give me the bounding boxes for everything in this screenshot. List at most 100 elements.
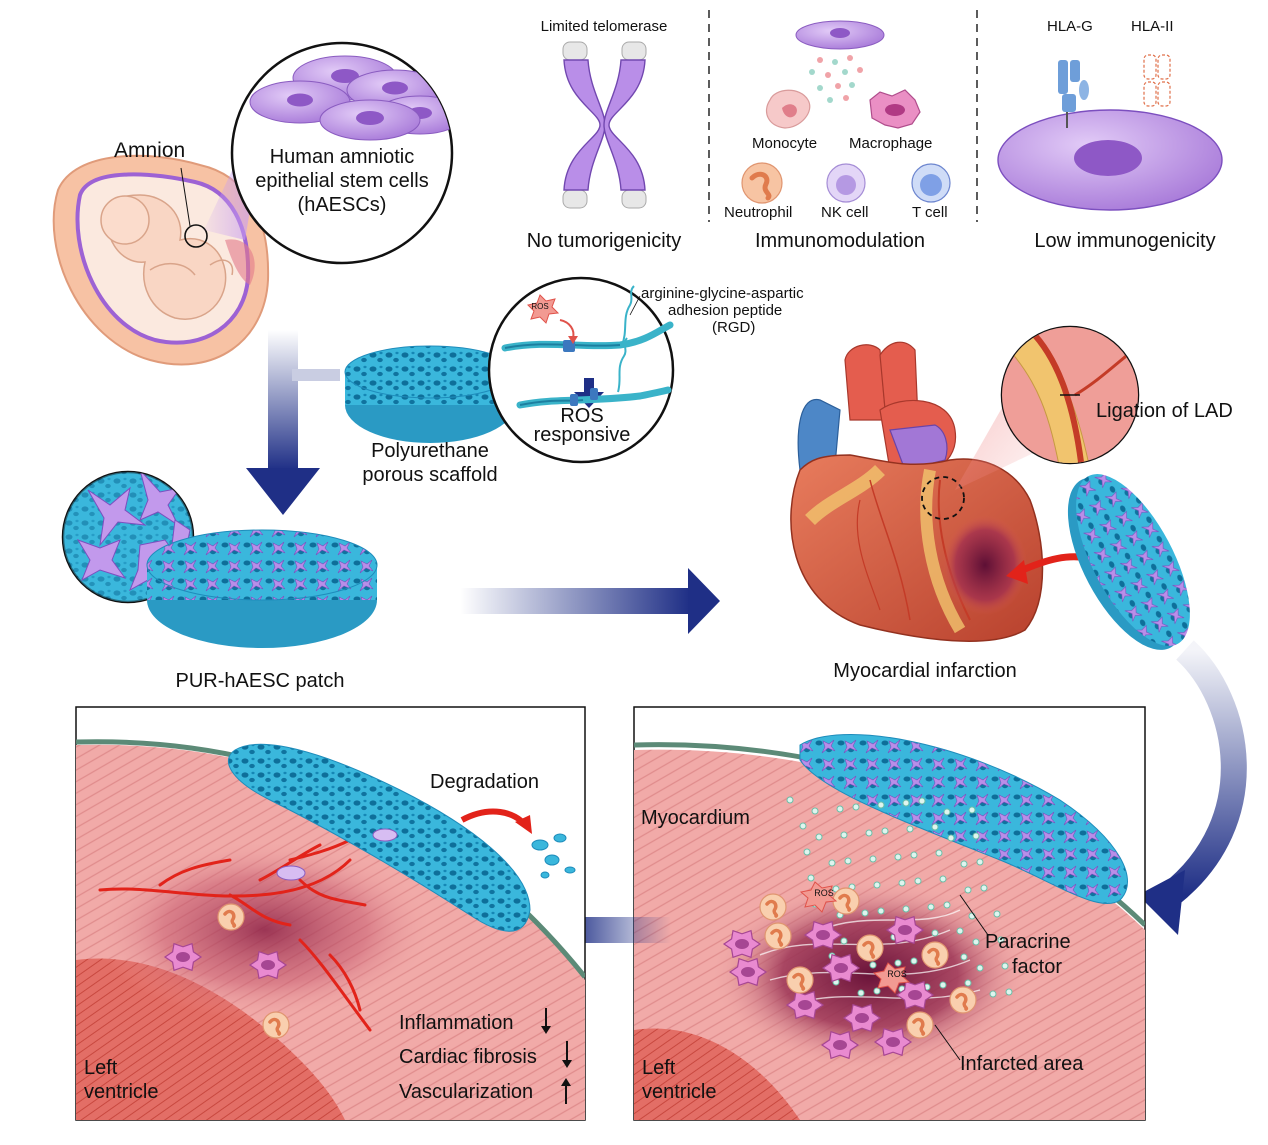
paracrine-dot — [894, 959, 902, 967]
paracrine-dot — [902, 905, 910, 913]
neutrophil-cell-nucleus — [862, 940, 876, 959]
down-arrow — [246, 330, 340, 515]
macrophage-cell-nucleus — [741, 967, 755, 977]
macrophage-cell-nucleus — [261, 960, 275, 970]
macrophage-cell-nucleus — [855, 1013, 869, 1023]
ros-badge-right-1 — [799, 881, 838, 913]
paracrine-dot — [840, 937, 848, 945]
paracrine-dot — [807, 874, 815, 882]
paracrine-dot — [980, 884, 988, 892]
paracrine-dot — [898, 879, 906, 887]
paracrine-dot — [836, 805, 844, 813]
macrophage-cell-nucleus — [735, 939, 749, 949]
paracrine-dot — [939, 981, 947, 989]
neutrophil-cell-nucleus — [765, 899, 779, 918]
paracrine-dot — [972, 832, 980, 840]
neutrophil-cell-nucleus — [268, 1017, 282, 1036]
amnion-zoom-ring — [184, 224, 208, 248]
ligation-marker — [921, 476, 965, 520]
paracrine-dot — [873, 881, 881, 889]
telomerase-label: Limited telomerase — [540, 18, 668, 35]
myocardium-label: Myocardium — [641, 807, 750, 829]
paracrine-dot — [947, 834, 955, 842]
neutrophil-cell — [764, 922, 792, 950]
neutrophil-cell — [786, 966, 814, 994]
paracrine-dot — [910, 851, 918, 859]
neutrophil-cell-nucleus — [223, 909, 237, 928]
paracrine-dot — [902, 799, 910, 807]
ros-right-2-text: ROS — [887, 969, 907, 979]
macrophage-cell-nucleus — [898, 925, 912, 935]
ligation-label: Ligation of LAD — [1096, 400, 1233, 422]
paracrine-dot — [881, 827, 889, 835]
ros-responsive-circle — [487, 276, 675, 464]
hla-ii-label: HLA-II — [1131, 18, 1174, 35]
heart-illustration — [790, 341, 1044, 642]
paracrine-dot — [852, 803, 860, 811]
curved-arrow — [1138, 640, 1247, 935]
pur-haesc-patch — [146, 529, 378, 648]
no-tumorigenicity-label: No tumorigenicity — [526, 230, 682, 252]
immunomodulation-label: Immunomodulation — [754, 230, 926, 252]
paracrine-dot — [943, 808, 951, 816]
inflammation-down-arrow-icon — [541, 1008, 551, 1034]
paracrine-dot — [1005, 988, 1013, 996]
paracrine-label-1: Paracrine — [985, 931, 1071, 953]
paracrine-dot — [960, 953, 968, 961]
polyurethane-scaffold — [344, 345, 516, 443]
macrophage-cell-nucleus — [176, 952, 190, 962]
paracrine-dot — [918, 797, 926, 805]
paracrine-dot — [894, 853, 902, 861]
paracrine-dot — [869, 855, 877, 863]
paracrine-dot — [989, 990, 997, 998]
paracrine-dot — [857, 989, 865, 997]
neutrophil-cell — [949, 986, 977, 1014]
paracrine-dot — [968, 806, 976, 814]
immune-cells-left — [163, 828, 398, 1039]
chromosome-icon — [562, 41, 647, 209]
macrophage-label: Macrophage — [849, 135, 933, 152]
paracrine-dot — [976, 858, 984, 866]
neutrophil-cell-nucleus — [770, 928, 784, 947]
paracrine-dot — [914, 877, 922, 885]
hla-g-label: HLA-G — [1047, 18, 1093, 35]
ros-badge-text: ROS — [531, 302, 549, 311]
nk-cell-label: NK cell — [821, 204, 869, 221]
lv-right-label-1: Left — [642, 1057, 676, 1079]
monocyte-label: Monocyte — [752, 135, 818, 152]
neutrophil-cell — [921, 941, 949, 969]
infarct-spot — [943, 515, 1027, 615]
ros-label-2: responsive — [533, 424, 631, 446]
paracrine-dot — [939, 875, 947, 883]
haesc-cell — [276, 865, 306, 881]
paracrine-dot — [786, 796, 794, 804]
neutrophil-cell — [759, 893, 787, 921]
haesc-label-2: epithelial stem cells — [255, 170, 429, 192]
paracrine-dot — [869, 961, 877, 969]
inflammation-label: Inflammation — [399, 1012, 514, 1034]
ros-right-1-text: ROS — [814, 888, 834, 898]
fibrosis-label: Cardiac fibrosis — [399, 1046, 537, 1068]
patch-label: PUR-hAESC patch — [175, 670, 345, 692]
lv-left-label-1: Left — [84, 1057, 118, 1079]
paracrine-dot — [964, 979, 972, 987]
mi-label: Myocardial infarction — [833, 660, 1017, 682]
scaffold-label-2: porous scaffold — [362, 464, 498, 486]
lad-zoom-circle — [1000, 325, 1140, 465]
paracrine-dot — [972, 938, 980, 946]
paracrine-dot — [993, 910, 1001, 918]
lv-right-label-2: ventricle — [642, 1081, 717, 1103]
paracrine-dot — [964, 886, 972, 894]
paracrine-dot — [873, 987, 881, 995]
paracrine-dot — [799, 822, 807, 830]
paracrine-label-2: factor — [1012, 956, 1063, 978]
vascularization-up-arrow-icon — [561, 1078, 571, 1104]
paracrine-dot — [840, 831, 848, 839]
paracrine-dot — [976, 964, 984, 972]
neutrophil-cell-nucleus — [912, 1017, 926, 1036]
rgd-label-3: (RGD) — [712, 319, 756, 336]
neutrophil-cell-nucleus — [927, 947, 941, 966]
amnion-label: Amnion — [114, 139, 186, 162]
right-arrow — [460, 568, 720, 634]
